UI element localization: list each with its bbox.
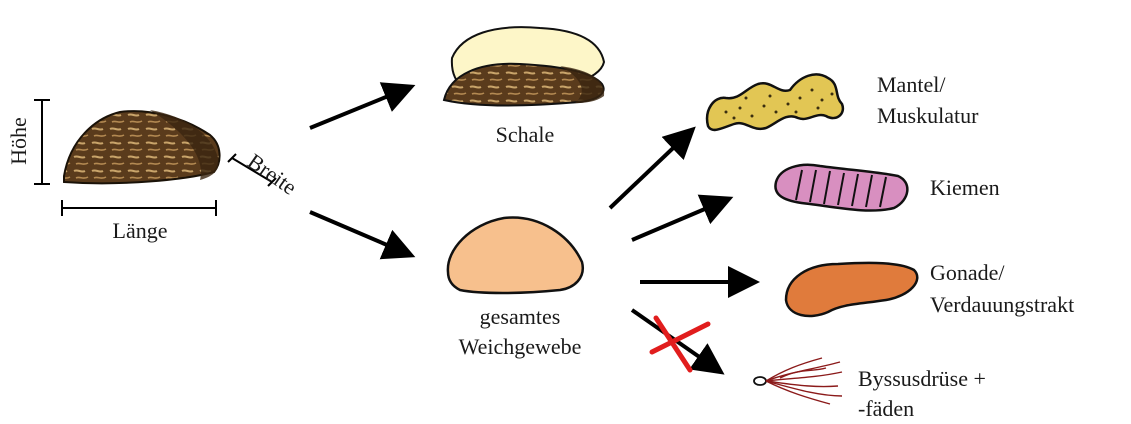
arrow-to-shell: [310, 88, 408, 128]
mantle-icon: [707, 74, 843, 130]
gonad-icon: [786, 263, 917, 316]
gonad-label-line2: Verdauungstrakt: [930, 290, 1074, 320]
height-bracket: [34, 100, 50, 184]
byssus-icon: [754, 358, 842, 404]
soft-tissue-label-line2: Weichgewebe: [440, 332, 600, 362]
soft-tissue-icon: [448, 218, 583, 293]
mantle-label-line1: Mantel/: [877, 70, 945, 100]
arrow-to-mantle: [610, 132, 690, 208]
byssus-label-line2: -fäden: [858, 394, 914, 424]
gill-icon: [775, 165, 907, 211]
length-label: Länge: [98, 216, 182, 246]
shell-icon: [444, 27, 604, 105]
arrow-to-soft-tissue: [310, 212, 408, 254]
soft-tissue-label-line1: gesamtes: [440, 302, 600, 332]
length-bracket: [62, 200, 216, 216]
mantle-label-line2: Muskulatur: [877, 101, 978, 131]
height-label: Höhe: [4, 117, 34, 165]
arrow-to-gills: [632, 200, 726, 240]
gill-label: Kiemen: [930, 173, 1000, 203]
gonad-label-line1: Gonade/: [930, 258, 1005, 288]
shell-label: Schale: [470, 120, 580, 150]
byssus-label-line1: Byssusdrüse +: [858, 364, 986, 394]
whole-mussel-icon: [64, 110, 220, 183]
